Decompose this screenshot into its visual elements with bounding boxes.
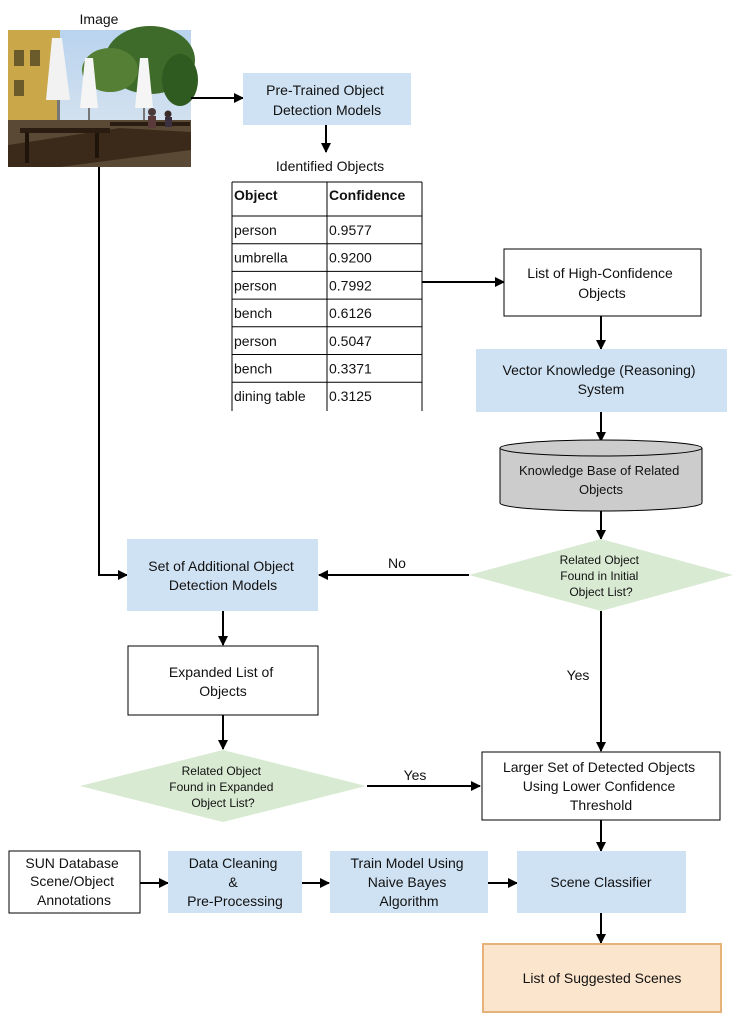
table-row: bench 0.6126 [232,305,422,328]
svg-text:Data Cleaning & Pr: Data Cleaning & Pre-Processing [187,855,283,909]
table-cell-confidence: 0.3125 [329,388,372,404]
table-cell-confidence: 0.9200 [329,250,372,266]
svg-text:List of High-Confidence: List of High-Confidence Objects [527,265,676,301]
node-data-cleaning: Data Cleaning & Pre-Processing [168,851,302,913]
node-knowledge-base-cylinder: Knowledge Base of Related Objects [499,439,703,512]
label-yes-down: Yes [567,667,590,683]
node-expanded-list: Expanded List of Objects [127,645,319,716]
table-header-confidence: Confidence [329,187,405,203]
svg-text:Expanded List of Objects: Expanded List of Objects [169,664,277,699]
table-row: person 0.5047 [232,333,422,355]
node-scene-classifier: Scene Classifier [517,851,686,913]
svg-text:Set of Additional Object: Set of Additional Object Detection Model… [148,558,297,593]
scene-photo [8,26,198,167]
table-cell-object: bench [234,361,272,377]
table-cell-confidence: 0.3371 [329,361,372,377]
table-cell-object: person [234,277,277,293]
table-cell-object: person [234,222,277,238]
label-yes-right: Yes [404,767,427,783]
node-decision-expanded: Related Object Found in Expanded Object … [80,750,366,822]
label-no: No [388,555,406,571]
svg-text:Related Object Found in: Related Object Found in Initial Object L… [560,553,643,599]
node-additional-models: Set of Additional Object Detection Model… [127,539,318,611]
node-vector-knowledge: Vector Knowledge (Reasoning) System [476,349,727,412]
table-cell-confidence: 0.9577 [329,222,372,238]
table-caption: Identified Objects [276,158,384,174]
table-row: person 0.7992 [232,277,422,300]
svg-text:List of Suggested Scenes: List of Suggested Scenes [523,970,682,986]
identified-objects-table: Object Confidence person 0.9577 umbrella 0.… [231,181,423,411]
table-cell-object: umbrella [234,250,288,266]
table-cell-confidence: 0.5047 [329,333,372,349]
svg-text:Pre-Trained Object Detec: Pre-Trained Object Detection Models [266,82,388,118]
table-cell-confidence: 0.6126 [329,305,372,321]
svg-text:Knowledge Base of Related: Knowledge Base of Related Objects [519,463,683,497]
table-cell-object: dining table [234,388,306,404]
node-decision-initial: Related Object Found in Initial Object L… [469,539,733,611]
table-header-object: Object [234,187,278,203]
node-larger-set: Larger Set of Detected Objects Using Low… [481,751,721,821]
node-high-confidence: List of High-Confidence Objects [503,248,702,317]
node-pretrained: Pre-Trained Object Detection Models [243,73,411,125]
table-cell-object: person [234,333,277,349]
table-cell-object: bench [234,305,272,321]
image-label: Image [80,11,119,27]
node-sun-database: SUN Database Scene/Object Annotations [8,850,141,914]
svg-text:Larger Set of Detected Objects: Larger Set of Detected Objects Using Low… [503,759,699,813]
svg-text:Vector Knowledge (Reasoning): Vector Knowledge (Reasoning) System [503,362,700,397]
node-suggested-scenes: List of Suggested Scenes [482,943,722,1013]
svg-text:Scene Classifier: Scene Classifier [550,874,651,890]
table-cell-confidence: 0.7992 [329,277,372,293]
svg-text:SUN Database Scene/Objec: SUN Database Scene/Object Annotations [25,855,122,908]
edges [98,93,606,944]
edge-image-to-additional [98,167,128,580]
svg-text:Related Object Found in: Related Object Found in Expanded Object … [169,764,276,810]
table-row: umbrella 0.9200 [232,250,422,272]
table-row: person 0.9577 [232,222,422,245]
node-train-model: Train Model Using Naive Bayes Algorithm [330,851,488,913]
table-row: bench 0.3371 [232,361,422,383]
svg-text:Train Model Using Naive: Train Model Using Naive Bayes Algorithm [351,855,468,909]
table-row: dining table 0.3125 [234,388,372,404]
